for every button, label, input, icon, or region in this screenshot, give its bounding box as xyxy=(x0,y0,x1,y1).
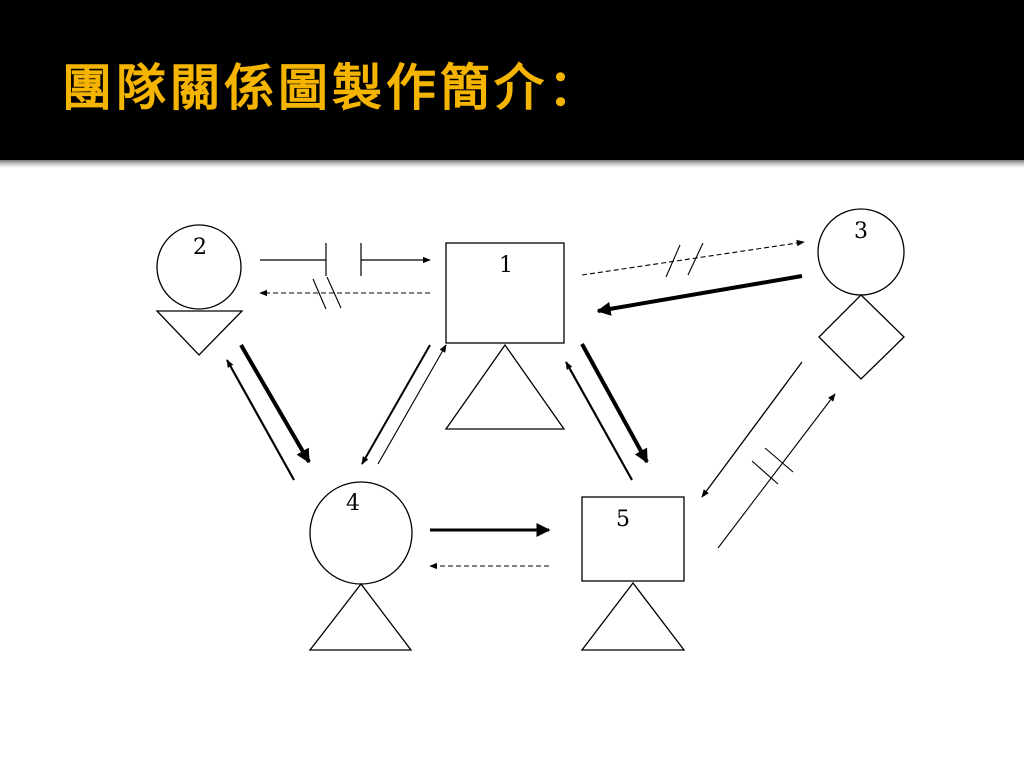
slide-title: 團隊關係圖製作簡介： xyxy=(62,59,602,117)
node-2-label: 2 xyxy=(193,235,207,260)
node-1: 1 xyxy=(444,242,566,430)
relation-1-to-4 xyxy=(361,344,431,465)
node-1-label: 1 xyxy=(499,253,513,278)
relation-4-to-1 xyxy=(377,344,447,465)
node-5-label: 5 xyxy=(616,507,630,532)
node-1-triangle-icon xyxy=(444,343,566,430)
node-4-label: 4 xyxy=(346,491,360,516)
node-2-inverted-triangle-icon xyxy=(155,310,244,356)
relation-3-to-5 xyxy=(701,361,803,498)
node-4-circle-icon xyxy=(309,481,413,585)
node-4-triangle-icon xyxy=(308,582,413,651)
relation-1-to-5 xyxy=(580,343,649,464)
node-3-diamond-icon xyxy=(818,294,905,380)
relation-3-to-1 xyxy=(596,274,803,316)
relation-5-to-3 xyxy=(717,393,836,549)
node-2: 2 xyxy=(155,224,244,356)
relation-5-to-1 xyxy=(565,361,633,481)
node-3: 3 xyxy=(817,208,905,380)
node-3-label: 3 xyxy=(854,219,868,244)
node-4: 4 xyxy=(308,481,413,651)
title-divider xyxy=(0,160,1024,168)
relation-4-to-2 xyxy=(226,359,295,481)
node-2-circle-icon xyxy=(156,224,242,310)
node-5: 5 xyxy=(580,496,686,651)
node-5-triangle-icon xyxy=(580,581,686,651)
node-5-square-icon xyxy=(581,496,685,582)
title-bar xyxy=(0,0,1024,160)
relation-2-to-1 xyxy=(260,243,431,276)
relation-1-to-2 xyxy=(259,276,430,310)
relation-2-to-4 xyxy=(239,343,311,464)
node-1-square-icon xyxy=(445,242,565,344)
relation-1-to-3 xyxy=(581,239,805,278)
